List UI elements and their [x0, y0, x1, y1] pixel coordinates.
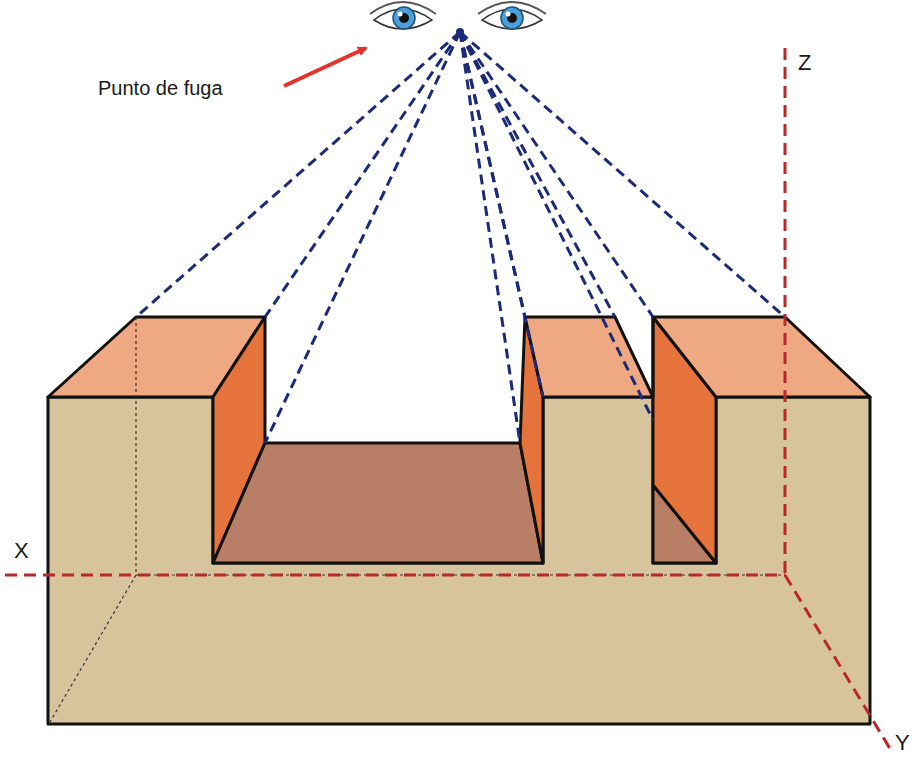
axis-label: X: [14, 540, 29, 562]
axis-label: Y: [895, 732, 910, 754]
axis-label: Z: [798, 52, 811, 74]
vanishing-point-label: Punto de fuga: [98, 78, 223, 98]
